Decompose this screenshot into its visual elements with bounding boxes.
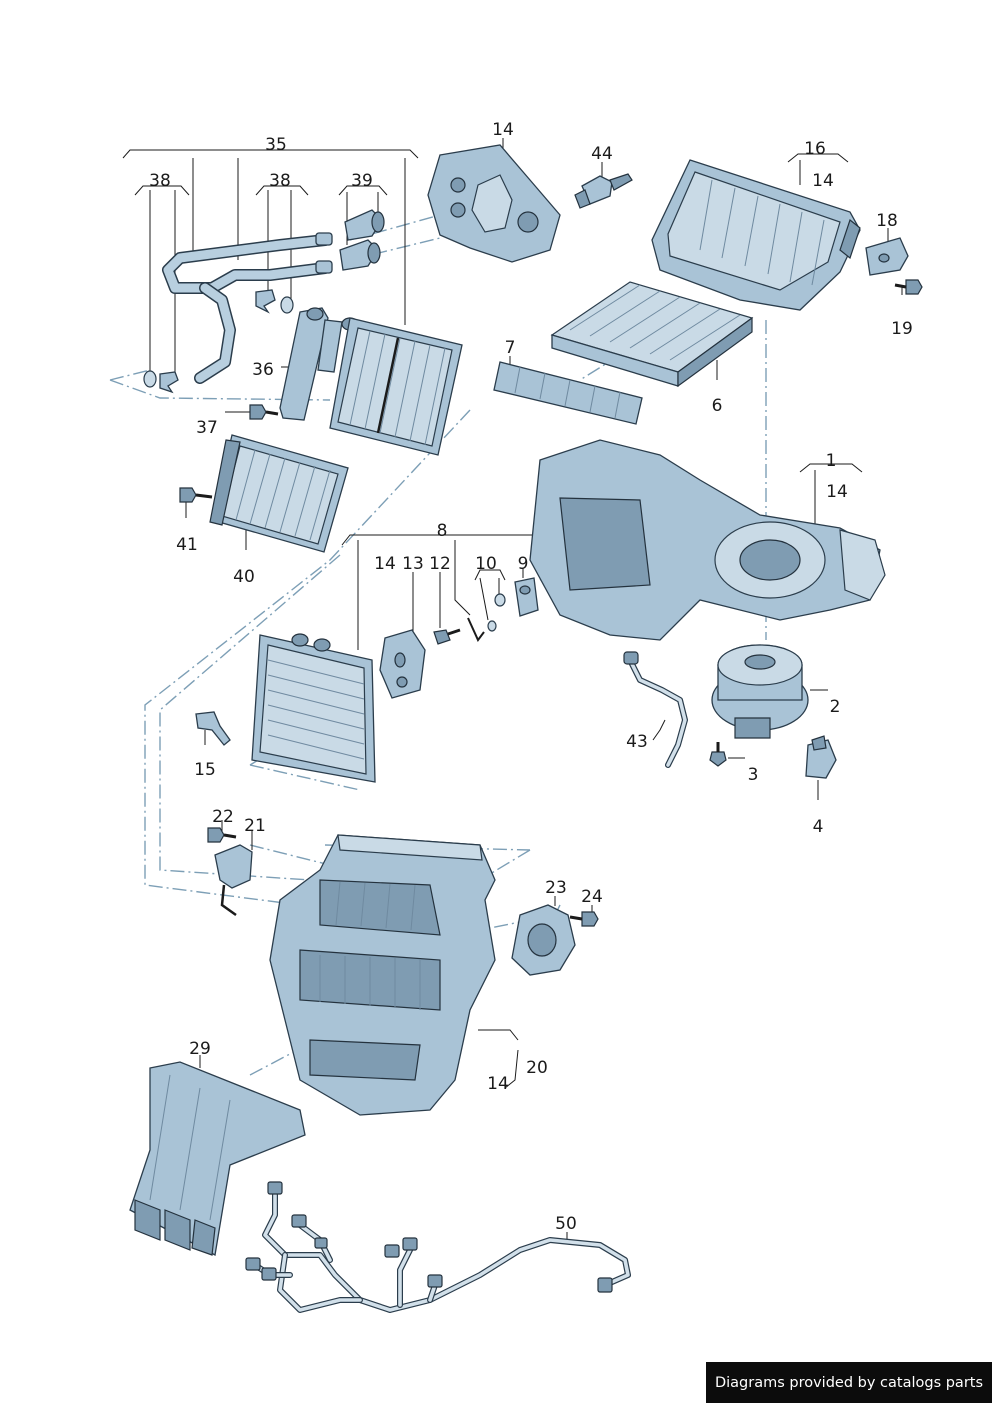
callout-12: 12: [429, 554, 451, 574]
callout-14: 14: [826, 482, 848, 502]
callout-38: 38: [149, 171, 171, 191]
callout-14: 14: [492, 120, 514, 140]
actuator-21: [207, 827, 253, 917]
wiring-harness-50: [245, 1181, 631, 1313]
callout-44: 44: [591, 144, 613, 164]
callout-36: 36: [252, 360, 274, 380]
blower-resistor-4: [805, 735, 837, 779]
callout-16: 16: [804, 139, 826, 159]
callout-1: 1: [826, 451, 837, 471]
air-duct-29: [129, 1061, 306, 1256]
callout-43: 43: [626, 732, 648, 752]
callout-10: 10: [475, 554, 497, 574]
callout-2: 2: [830, 697, 841, 717]
air-housing-1: [529, 439, 886, 641]
callout-38: 38: [269, 171, 291, 191]
callout-19: 19: [891, 319, 913, 339]
callout-23: 23: [545, 878, 567, 898]
blower-motor-2: [711, 644, 809, 739]
callout-14: 14: [487, 1074, 509, 1094]
actuator-23: [511, 904, 599, 976]
valve-44: [574, 173, 633, 209]
callout-18: 18: [876, 211, 898, 231]
callout-20: 20: [526, 1058, 548, 1078]
callout-39: 39: [351, 171, 373, 191]
actuator-18: [865, 237, 909, 276]
callout-14: 14: [374, 554, 396, 574]
screw-37: [249, 404, 279, 420]
evaporator-8: [251, 633, 376, 783]
callout-7: 7: [505, 338, 516, 358]
air-distributor-upper: [651, 159, 861, 311]
callout-24: 24: [581, 887, 603, 907]
callout-4: 4: [813, 817, 824, 837]
callout-21: 21: [244, 816, 266, 836]
callout-14: 14: [812, 171, 834, 191]
screw-19: [894, 279, 923, 295]
screw-3: [709, 742, 727, 767]
wiring-43: [623, 651, 688, 768]
callout-13: 13: [402, 554, 424, 574]
flap-7: [493, 361, 643, 425]
gasket-plate: [427, 144, 561, 263]
screw-41: [179, 487, 213, 503]
callout-29: 29: [189, 1039, 211, 1059]
heater-core-tank: [279, 307, 359, 421]
callout-3: 3: [748, 765, 759, 785]
pollen-filter: [550, 281, 754, 388]
small-parts-row: [379, 577, 539, 699]
callout-9: 9: [518, 554, 529, 574]
callout-50: 50: [555, 1214, 577, 1234]
pipe-connectors: [339, 209, 385, 271]
seal-rings: [143, 289, 294, 394]
sensor-15: [195, 711, 231, 746]
callout-37: 37: [196, 418, 218, 438]
callout-35: 35: [265, 135, 287, 155]
callout-15: 15: [194, 760, 216, 780]
callout-40: 40: [233, 567, 255, 587]
heat-exchanger-40: [209, 434, 349, 553]
footer-credit: Diagrams provided by catalogs parts: [706, 1362, 992, 1403]
heater-core: [329, 317, 463, 456]
callout-8: 8: [437, 521, 448, 541]
callout-labels: 35 38 38 39 36 37 40 41 14 44 16 14 18 1…: [149, 120, 913, 1234]
callout-22: 22: [212, 807, 234, 827]
callout-41: 41: [176, 535, 198, 555]
heater-pipes: [162, 232, 333, 384]
callout-6: 6: [712, 396, 723, 416]
climate-housing-20: [269, 834, 496, 1116]
